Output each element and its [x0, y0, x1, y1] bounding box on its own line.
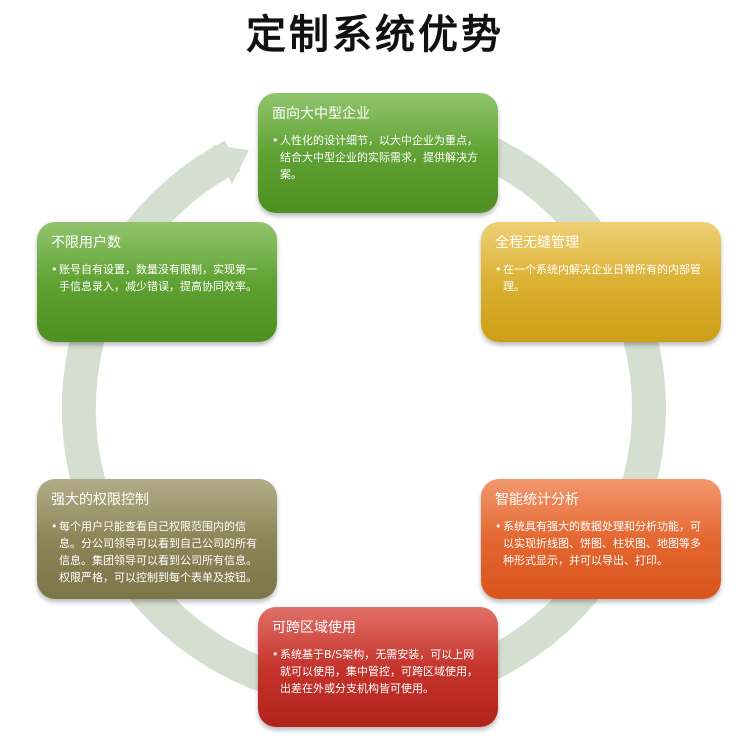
card-body: • 人性化的设计细节，以大中企业为重点，结合大中型企业的实际需求，提供解决方案。 [272, 132, 484, 183]
card-body: • 系统基于B/S架构，无需安装，可以上网就可以使用，集中管控，可跨区域使用，出… [272, 646, 484, 697]
card-title: 面向大中型企业 [272, 106, 370, 122]
card-body: • 系统具有强大的数据处理和分析功能，可以实现折线图、饼图、柱状图、地图等多种形… [495, 518, 707, 569]
card-body: • 账号自有设置，数量没有限制，实现第一手信息录入，减少错误，提高协同效率。 [51, 261, 263, 295]
card-text: 每个用户只能查看自己权限范围内的信息。分公司领导可以看到自己公司的所有信息。集团… [59, 520, 257, 584]
card-text: 人性化的设计细节，以大中企业为重点，结合大中型企业的实际需求，提供解决方案。 [280, 134, 478, 181]
bullet: • [272, 134, 279, 147]
card-cross-region: 可跨区域使用 • 系统基于B/S架构，无需安装，可以上网就可以使用，集中管控，可… [258, 607, 498, 727]
card-text: 系统具有强大的数据处理和分析功能，可以实现折线图、饼图、柱状图、地图等多种形式显… [503, 520, 701, 567]
card-title: 智能统计分析 [495, 492, 579, 508]
card-large-enterprise: 面向大中型企业 • 人性化的设计细节，以大中企业为重点，结合大中型企业的实际需求… [258, 93, 498, 213]
card-title: 强大的权限控制 [51, 492, 149, 508]
card-permission-control: 强大的权限控制 • 每个用户只能查看自己权限范围内的信息。分公司领导可以看到自己… [37, 479, 277, 599]
bullet: • [51, 520, 58, 533]
card-smart-statistics: 智能统计分析 • 系统具有强大的数据处理和分析功能，可以实现折线图、饼图、柱状图… [481, 479, 721, 599]
card-body: • 每个用户只能查看自己权限范围内的信息。分公司领导可以看到自己公司的所有信息。… [51, 518, 263, 586]
bullet: • [51, 263, 58, 276]
bullet: • [495, 263, 502, 276]
card-text: 账号自有设置，数量没有限制，实现第一手信息录入，减少错误，提高协同效率。 [59, 263, 257, 293]
card-unlimited-users: 不限用户数 • 账号自有设置，数量没有限制，实现第一手信息录入，减少错误，提高协… [37, 222, 277, 342]
bullet: • [272, 648, 279, 661]
card-title: 不限用户数 [51, 235, 121, 251]
cycle-arrowhead [213, 145, 249, 184]
bullet: • [495, 520, 502, 533]
card-body: • 在一个系统内解决企业日常所有的内部管理。 [495, 261, 707, 295]
card-text: 在一个系统内解决企业日常所有的内部管理。 [503, 263, 701, 293]
card-seamless-management: 全程无缝管理 • 在一个系统内解决企业日常所有的内部管理。 [481, 222, 721, 342]
card-title: 可跨区域使用 [272, 620, 356, 636]
page-title: 定制系统优势 [246, 12, 504, 58]
card-title: 全程无缝管理 [495, 235, 579, 251]
card-text: 系统基于B/S架构，无需安装，可以上网就可以使用，集中管控，可跨区域使用，出差在… [280, 648, 478, 695]
